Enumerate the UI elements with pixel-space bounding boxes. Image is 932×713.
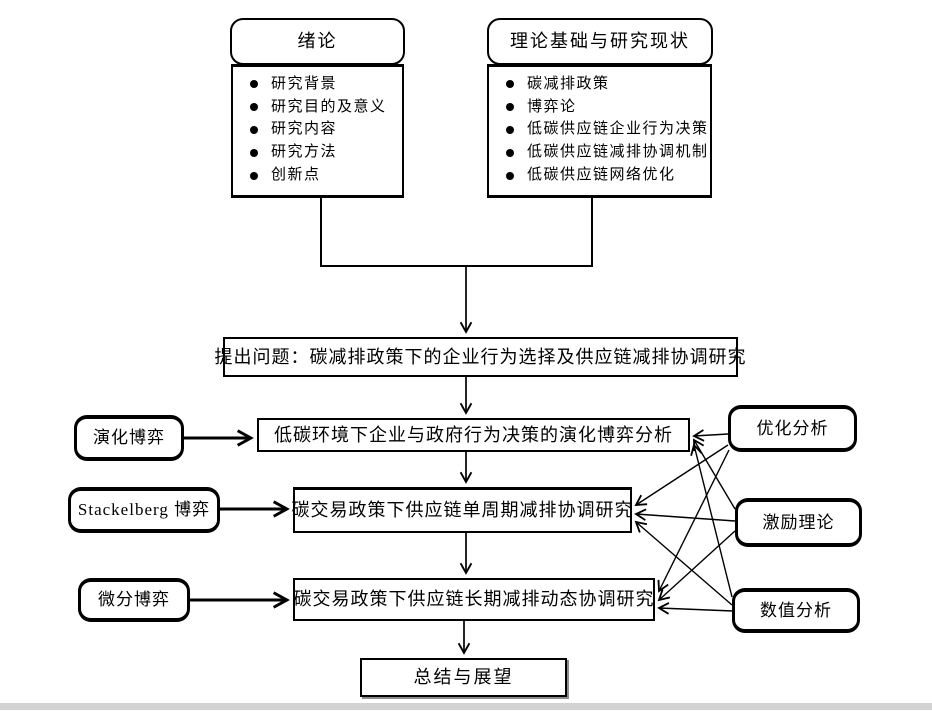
bullet-icon: [506, 80, 514, 89]
bullet-icon: [506, 148, 514, 157]
tool-box-incentive: 激励理论: [735, 498, 862, 547]
intro-item-label: 研究方法: [271, 144, 338, 161]
bullet-icon: [506, 103, 514, 112]
method-box-differential: 微分博弈: [78, 578, 190, 622]
method-box-evolutionary: 演化博弈: [74, 415, 184, 461]
intro-item: 研究目的及意义: [233, 99, 402, 116]
theory-body-box: 碳减排政策 博弈论 低碳供应链企业行为决策 低碳供应链减排协调机制 低碳供应链网…: [487, 64, 712, 198]
intro-body-box: 研究背景 研究目的及意义 研究内容 研究方法 创新点: [231, 64, 404, 198]
tool-numerical-label: 数值分析: [760, 600, 832, 620]
footer-divider: [0, 703, 932, 710]
arrow-optimization-to-study3: [657, 449, 730, 593]
theory-item: 低碳供应链企业行为决策: [489, 121, 710, 138]
bullet-icon: [506, 171, 514, 180]
arrow-incentive-to-study1: [693, 438, 736, 510]
study-2-label: 碳交易政策下供应链单周期减排协调研究: [291, 500, 634, 521]
theory-item-label: 低碳供应链减排协调机制: [527, 144, 709, 161]
study-box-3: 碳交易政策下供应链长期减排动态协调研究: [293, 578, 655, 621]
intro-title-box: 绪论: [230, 18, 405, 65]
tool-box-numerical: 数值分析: [732, 588, 860, 633]
theory-item-label: 低碳供应链网络优化: [527, 166, 676, 183]
intro-item-label: 研究目的及意义: [271, 98, 387, 115]
method-differential-label: 微分博弈: [98, 590, 170, 610]
study-3-label: 碳交易政策下供应链长期减排动态协调研究: [293, 589, 655, 610]
intro-item: 研究方法: [233, 144, 402, 161]
theory-item-label: 博弈论: [527, 98, 577, 115]
intro-title: 绪论: [297, 31, 338, 52]
method-evolutionary-label: 演化博弈: [93, 428, 165, 448]
arrow-incentive-to-study2: [634, 508, 736, 522]
theory-item: 低碳供应链减排协调机制: [489, 144, 710, 161]
bullet-icon: [250, 171, 258, 180]
problem-box: 提出问题：碳减排政策下的企业行为选择及供应链减排协调研究: [215, 337, 746, 377]
intro-item-label: 创新点: [271, 166, 321, 183]
method-stackelberg-label: Stackelberg 博弈: [77, 500, 211, 520]
bullet-icon: [250, 103, 258, 112]
theory-item: 低碳供应链网络优化: [489, 167, 710, 184]
bullet-icon: [506, 125, 514, 134]
intro-item: 研究背景: [233, 76, 402, 93]
arrow-numerical-to-study1: [690, 443, 733, 598]
intro-item-label: 研究背景: [271, 75, 338, 92]
summary-label: 总结与展望: [413, 667, 514, 688]
intro-item: 创新点: [233, 167, 402, 184]
theory-item: 碳减排政策: [489, 76, 710, 93]
study-box-2: 碳交易政策下供应链单周期减排协调研究: [291, 487, 634, 533]
bullet-icon: [250, 80, 258, 89]
arrow-incentive-to-study3: [657, 530, 736, 602]
theory-item: 博弈论: [489, 99, 710, 116]
bullet-icon: [250, 148, 258, 157]
theory-item-label: 低碳供应链企业行为决策: [527, 121, 709, 138]
theory-title-box: 理论基础与研究现状: [487, 18, 713, 65]
arrow-numerical-to-study3: [657, 602, 734, 615]
tool-incentive-label: 激励理论: [762, 512, 835, 532]
intro-item-label: 研究内容: [271, 121, 338, 138]
intro-item: 研究内容: [233, 121, 402, 138]
study-box-1: 低碳环境下企业与政府行为决策的演化博弈分析: [257, 418, 690, 452]
theory-item-label: 碳减排政策: [527, 75, 610, 92]
top-merge-connector: [320, 197, 593, 267]
tool-optimization-label: 优化分析: [756, 418, 829, 438]
arrow-optimization-to-study2: [634, 444, 729, 507]
bullet-icon: [250, 125, 258, 134]
tool-box-optimization: 优化分析: [728, 405, 857, 452]
method-box-stackelberg: Stackelberg 博弈: [68, 487, 220, 533]
theory-title: 理论基础与研究现状: [510, 31, 690, 52]
summary-box: 总结与展望: [360, 658, 567, 697]
problem-label: 提出问题：碳减排政策下的企业行为选择及供应链减排协调研究: [214, 346, 747, 367]
arrow-optimization-to-study1: [692, 429, 729, 442]
study-1-label: 低碳环境下企业与政府行为决策的演化博弈分析: [274, 424, 673, 445]
